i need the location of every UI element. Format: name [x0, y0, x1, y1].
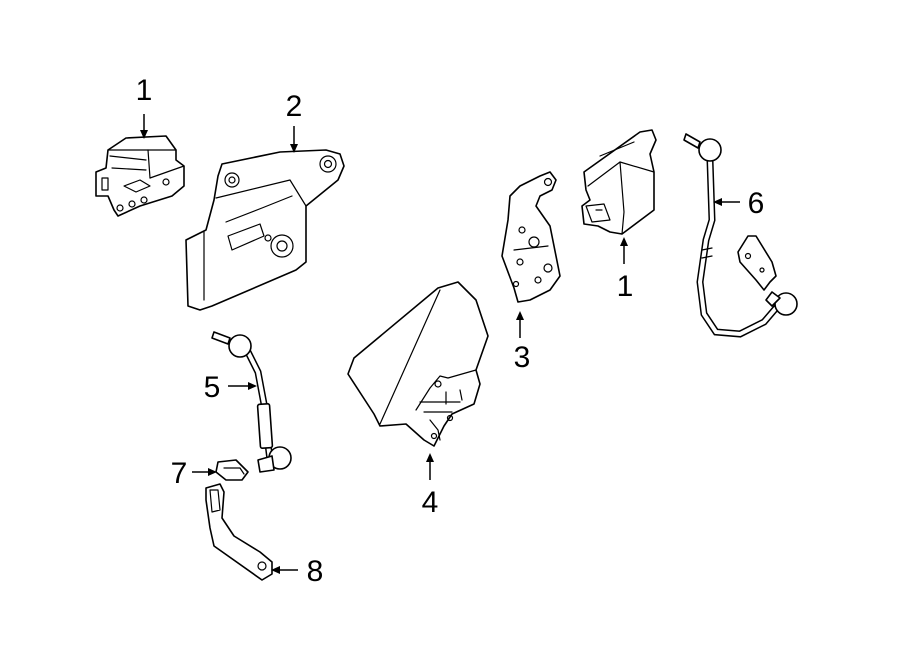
callout-8: 8: [307, 555, 324, 588]
part-7-clip: [215, 459, 249, 481]
callout-labels: 1 2 1 6 3 5 4 7 8: [136, 74, 765, 588]
callout-1-right: 1: [617, 270, 634, 303]
part-1-sensor-left: [95, 135, 185, 217]
part-3-plate: [501, 171, 561, 303]
part-6-link-rod: [683, 133, 798, 338]
part-2-bracket: [185, 149, 345, 311]
part-1-sensor-right: [581, 129, 657, 235]
callout-2: 2: [286, 90, 303, 123]
part-5-link-rod: [211, 331, 292, 473]
part-8-bracket: [205, 483, 273, 581]
callout-5: 5: [204, 371, 221, 404]
callout-4: 4: [422, 486, 439, 519]
leader-lines: [140, 114, 740, 574]
callout-7: 7: [171, 457, 188, 490]
callout-1-left: 1: [136, 74, 153, 107]
callout-3: 3: [514, 341, 531, 374]
callout-6: 6: [748, 187, 765, 220]
part-4-cover: [347, 281, 489, 447]
